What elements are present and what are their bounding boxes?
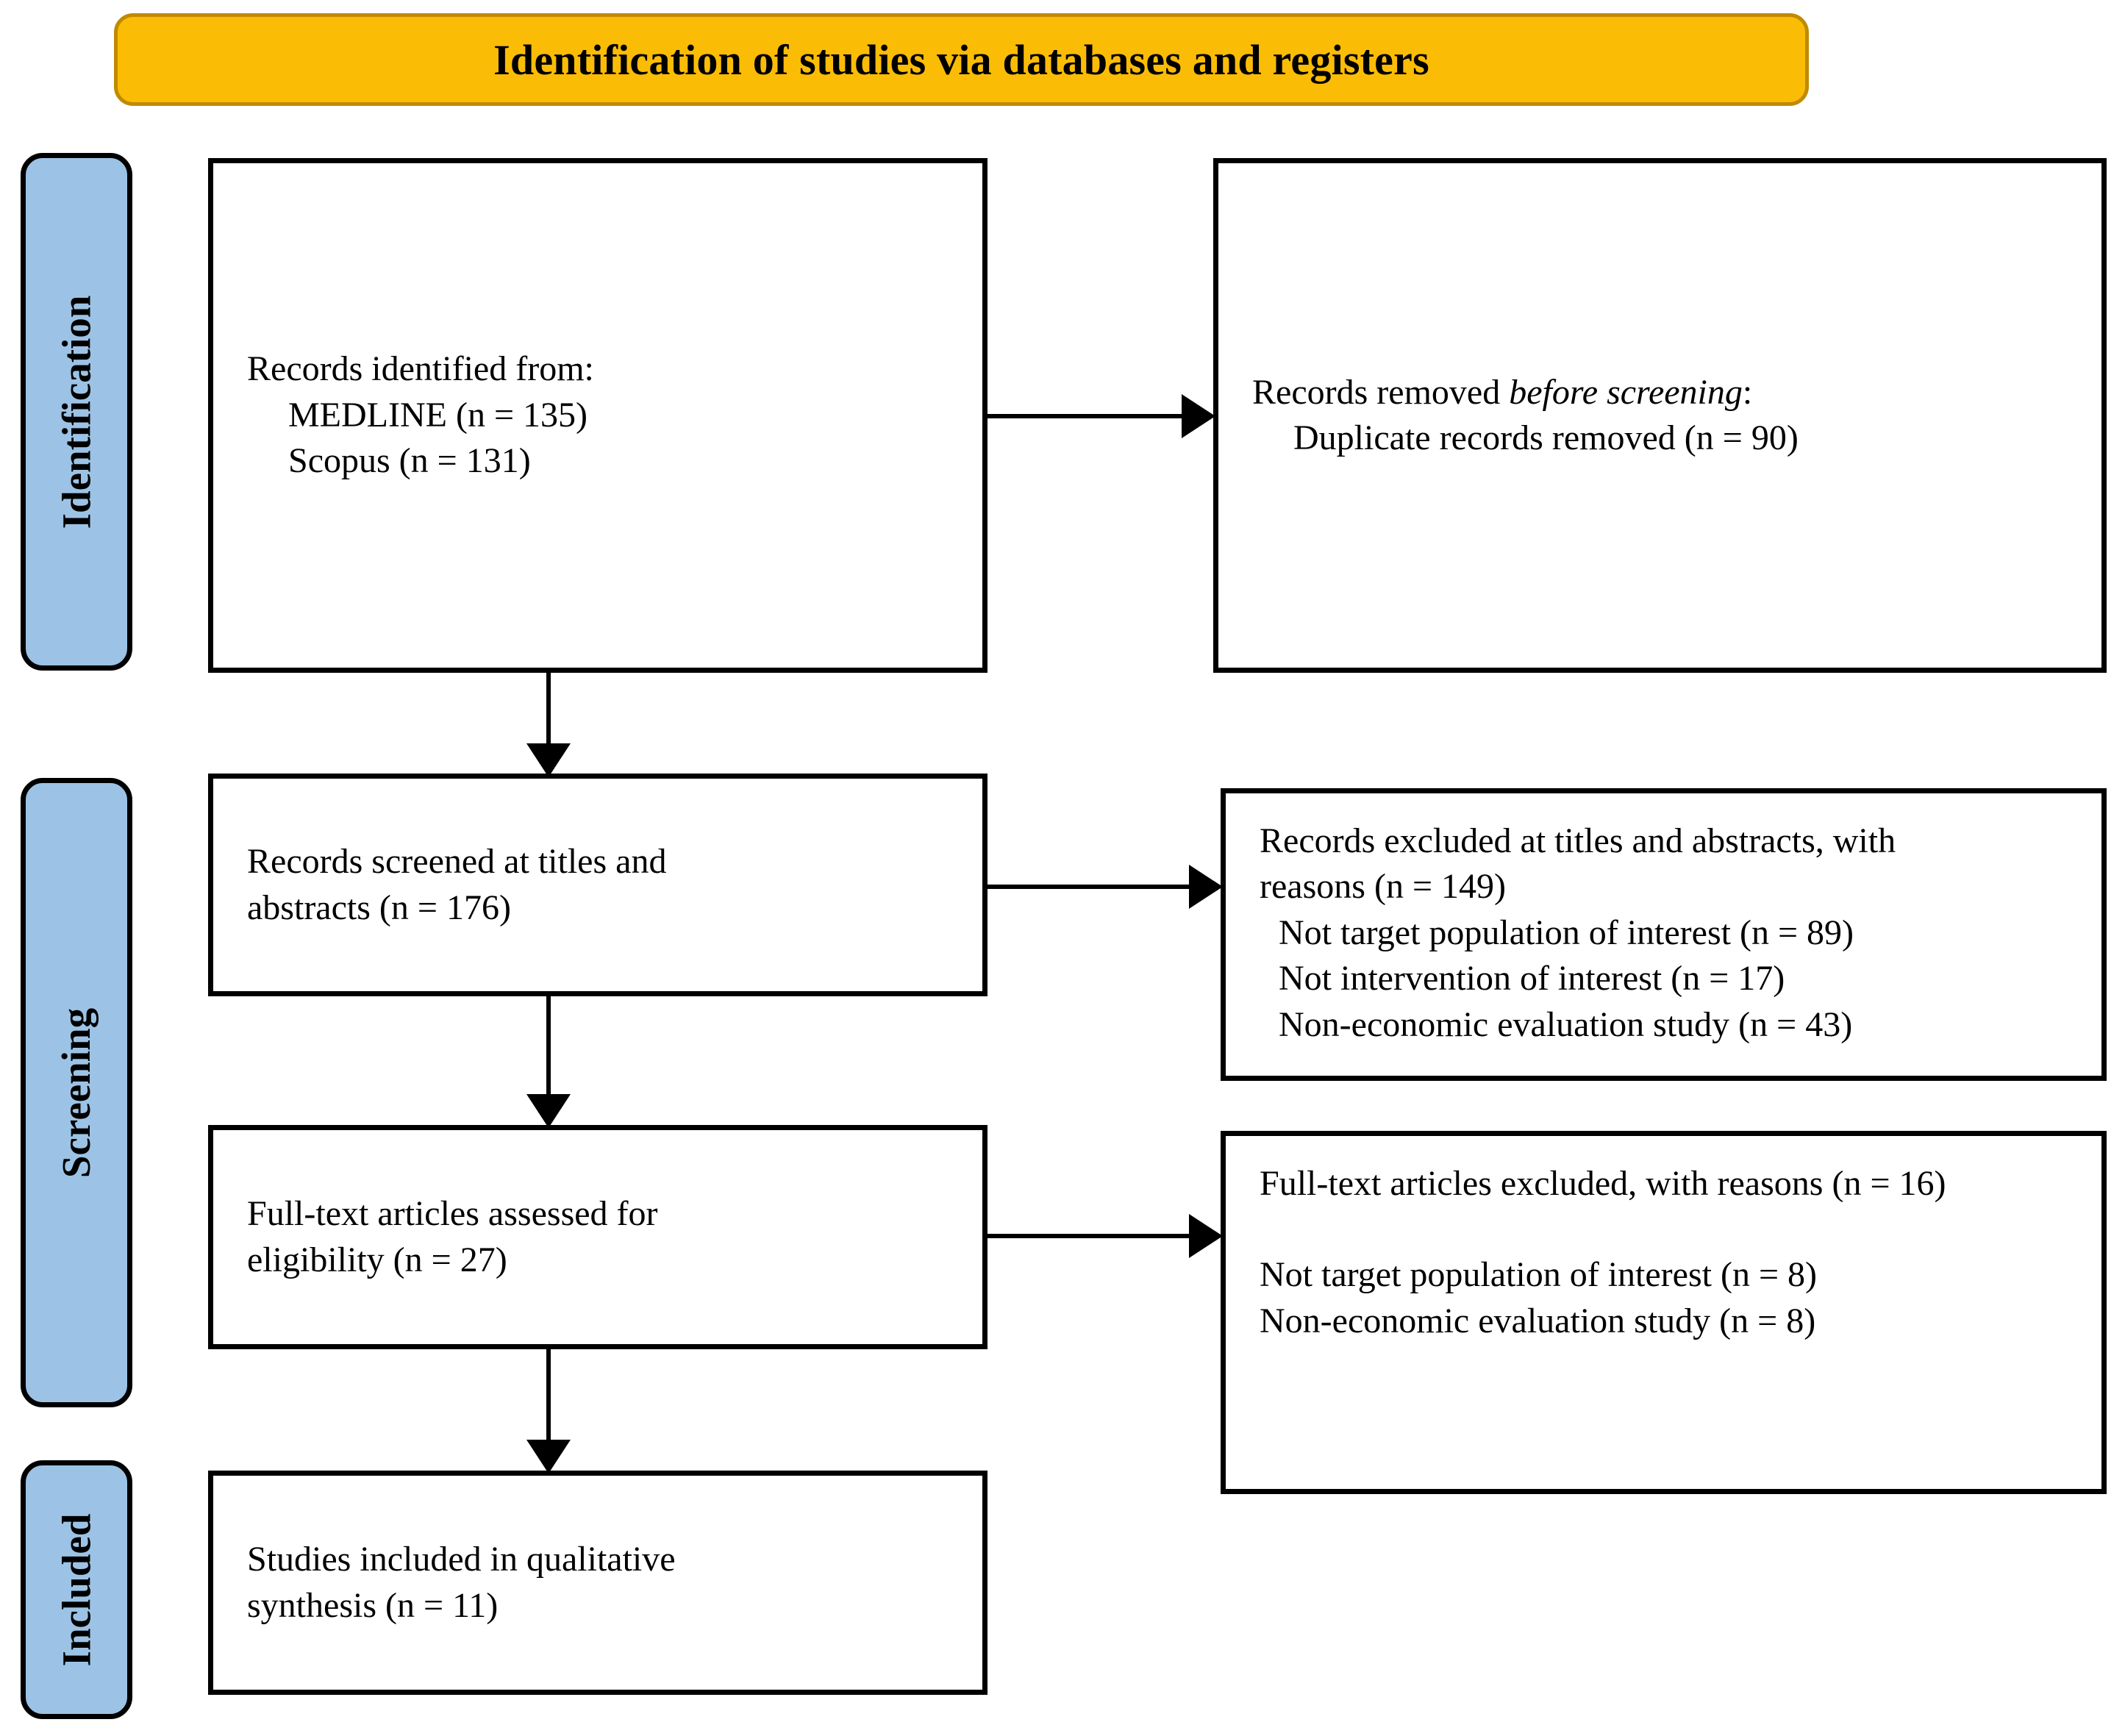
- arrow-fulltext-to-included-icon: [526, 1347, 571, 1474]
- records-screened-line-2: abstracts (n = 176): [247, 887, 511, 927]
- arrow-fulltext-to-excluded-full-icon: [988, 1213, 1223, 1259]
- fulltext-assessed-line-1: Full-text articles assessed for: [247, 1194, 658, 1234]
- arrow-head: [1182, 394, 1215, 438]
- box-fulltext-assessed: Full-text articles assessed for eligibil…: [208, 1125, 988, 1349]
- arrow-shaft: [988, 885, 1190, 889]
- excluded-titles-line-1: Records excluded at titles and abstracts…: [1260, 821, 1896, 860]
- arrow-head: [1189, 865, 1223, 909]
- fulltext-excluded-reason-2: Non-economic evaluation study (n = 8): [1260, 1301, 1816, 1340]
- studies-included-line-1: Studies included in qualitative: [247, 1540, 676, 1579]
- stage-label-screening: Screening: [21, 778, 132, 1407]
- arrow-head: [1189, 1214, 1223, 1258]
- records-screened-line-1: Records screened at titles and: [247, 842, 667, 882]
- arrow-identified-to-screened-icon: [526, 671, 571, 777]
- arrow-shaft: [546, 671, 551, 745]
- stage-label-included: Included: [21, 1460, 132, 1719]
- arrow-head: [526, 1094, 571, 1128]
- records-removed-line-1: Records removed before screening:: [1252, 370, 2068, 415]
- arrow-head: [526, 1440, 571, 1474]
- records-identified-line-3: Scopus (n = 131): [288, 441, 531, 481]
- stage-label-identification-text: Identification: [54, 295, 99, 529]
- records-identified-line-2: MEDLINE (n = 135): [288, 395, 588, 435]
- records-removed-italic: before screening: [1509, 372, 1743, 412]
- records-removed-line-2: Duplicate records removed (n = 90): [1293, 418, 1799, 457]
- stage-label-screening-text: Screening: [54, 1007, 99, 1178]
- box-studies-included: Studies included in qualitative synthesi…: [208, 1471, 988, 1695]
- records-removed-prefix: Records removed: [1252, 372, 1510, 412]
- box-records-removed: Records removed before screening: Duplic…: [1213, 158, 2107, 673]
- arrow-screened-to-excluded-titles-icon: [988, 864, 1223, 910]
- stage-label-identification: Identification: [21, 153, 132, 671]
- diagram-header-banner: Identification of studies via databases …: [114, 13, 1809, 106]
- arrow-screened-to-fulltext-icon: [526, 994, 571, 1128]
- box-records-excluded-titles: Records excluded at titles and abstracts…: [1221, 788, 2107, 1081]
- excluded-titles-reason-3: Non-economic evaluation study (n = 43): [1279, 1004, 1853, 1044]
- arrow-shaft: [546, 994, 551, 1096]
- fulltext-excluded-spacer: [1260, 1207, 2068, 1252]
- arrow-shaft: [546, 1347, 551, 1441]
- arrow-identified-to-removed-icon: [988, 393, 1215, 439]
- arrow-shaft: [988, 414, 1183, 418]
- box-fulltext-excluded: Full-text articles excluded, with reason…: [1221, 1131, 2107, 1494]
- arrow-shaft: [988, 1234, 1190, 1238]
- records-identified-line-1: Records identified from:: [247, 349, 594, 389]
- fulltext-excluded-line-1: Full-text articles excluded, with reason…: [1260, 1164, 1946, 1203]
- box-records-screened: Records screened at titles and abstracts…: [208, 774, 988, 996]
- studies-included-line-2: synthesis (n = 11): [247, 1585, 499, 1625]
- records-removed-suffix: :: [1742, 372, 1753, 412]
- box-records-identified: Records identified from: MEDLINE (n = 13…: [208, 158, 988, 673]
- excluded-titles-reason-2: Not intervention of interest (n = 17): [1279, 959, 1785, 999]
- excluded-titles-line-2: reasons (n = 149): [1260, 867, 1506, 907]
- fulltext-assessed-line-2: eligibility (n = 27): [247, 1240, 507, 1279]
- excluded-titles-reason-1: Not target population of interest (n = 8…: [1279, 912, 1854, 952]
- fulltext-excluded-reason-1: Not target population of interest (n = 8…: [1260, 1255, 1818, 1295]
- diagram-title: Identification of studies via databases …: [493, 35, 1429, 84]
- stage-label-included-text: Included: [54, 1513, 99, 1666]
- arrow-head: [526, 743, 571, 777]
